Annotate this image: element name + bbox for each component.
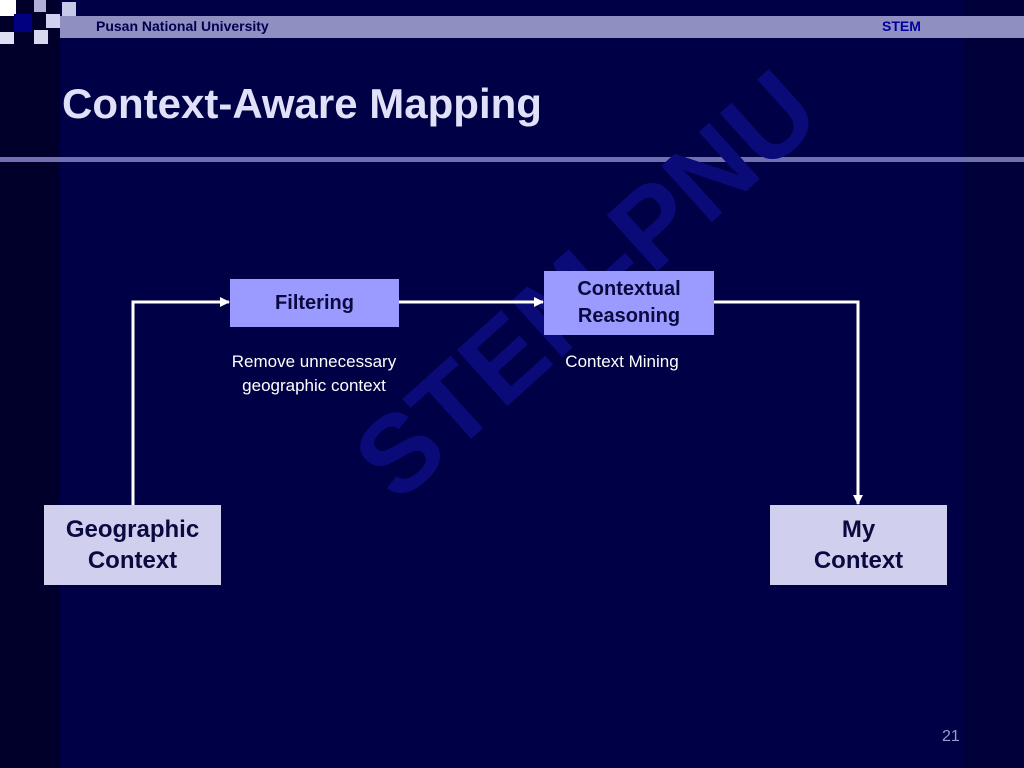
arrow-geographic-to-filtering	[131, 297, 230, 505]
right-margin-panel	[964, 0, 1024, 768]
filtering-caption: Remove unnecessary geographic context	[204, 350, 424, 398]
my-context-node: My Context	[770, 505, 947, 585]
page-number: 21	[942, 728, 960, 745]
geographic-context-node: Geographic Context	[44, 505, 221, 585]
slide-title: Context-Aware Mapping	[62, 80, 542, 127]
slide-background	[60, 0, 964, 768]
filtering-caption-line1: Remove unnecessary	[231, 352, 397, 371]
filtering-caption-line2: geographic context	[242, 376, 386, 395]
title-divider	[0, 157, 1024, 162]
contextual-reasoning-node: Contextual Reasoning	[544, 271, 714, 335]
arrow-reasoning-to-mycontext	[714, 300, 863, 505]
reasoning-caption: Context Mining	[565, 352, 679, 371]
my-context-label: My Context	[813, 516, 904, 574]
filtering-label: Filtering	[275, 291, 354, 314]
left-margin-panel	[0, 0, 60, 768]
header-institution: Pusan National University	[96, 18, 269, 34]
contextual-reasoning-label: Contextual Reasoning	[577, 278, 681, 327]
header-program: STEM	[882, 18, 921, 34]
header-bar	[60, 16, 1024, 38]
filtering-node: Filtering	[230, 279, 399, 327]
geographic-context-label: Geographic Context	[65, 516, 200, 574]
